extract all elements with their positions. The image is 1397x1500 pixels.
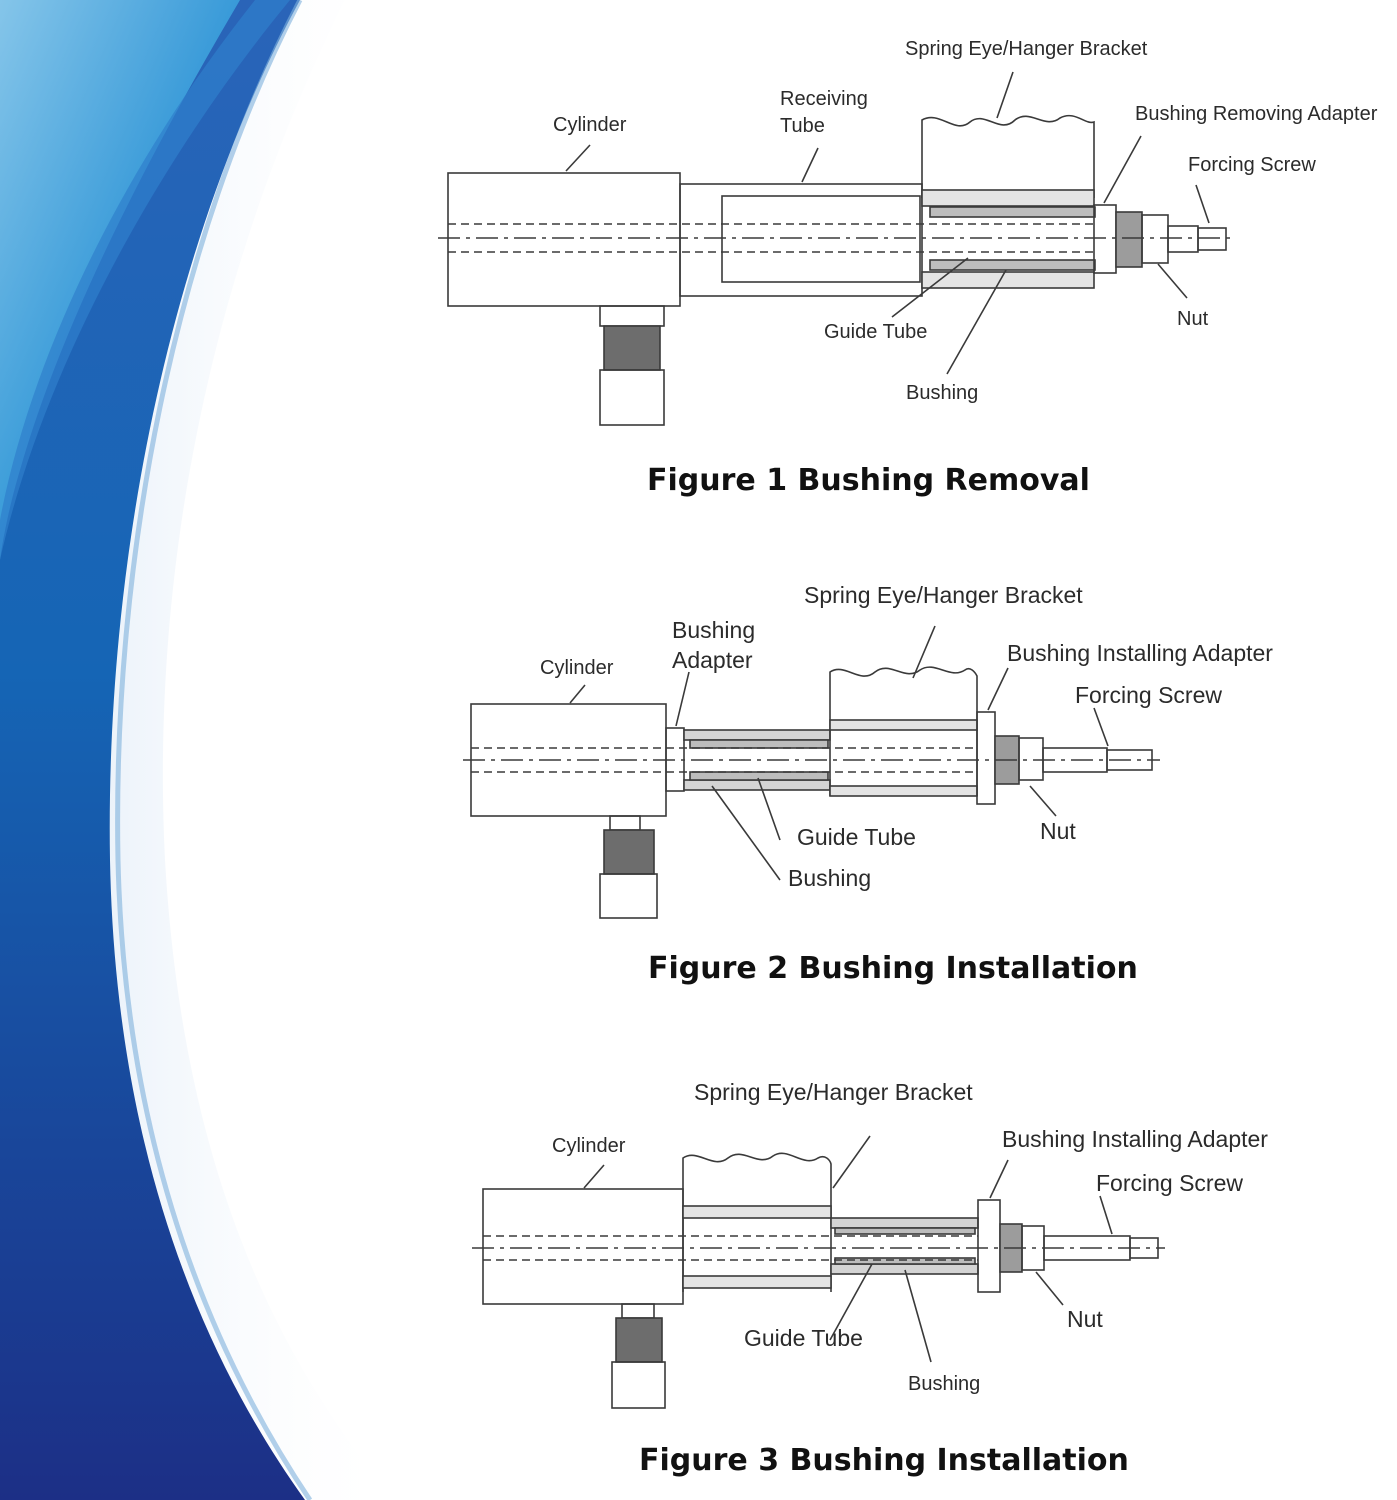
spring-eye-bracket bbox=[921, 114, 1095, 198]
label-cylinder: Cylinder bbox=[540, 657, 614, 679]
label-nut: Nut bbox=[1067, 1306, 1103, 1332]
guide-tube bbox=[689, 739, 829, 749]
figure-2: Spring Eye/Hanger Bracket Bushing Adapte… bbox=[0, 500, 1397, 1000]
figure-1-caption: Figure 1 Bushing Removal bbox=[647, 463, 1090, 498]
label-cylinder: Cylinder bbox=[553, 114, 627, 136]
label-receiving-tube-1: Receiving bbox=[780, 88, 868, 110]
figure-2-caption: Figure 2 Bushing Installation bbox=[648, 951, 1138, 986]
nut bbox=[1115, 211, 1143, 268]
forcing-screw bbox=[1167, 225, 1199, 253]
cylinder-body bbox=[482, 1188, 684, 1305]
label-spring-eye: Spring Eye/Hanger Bracket bbox=[905, 38, 1148, 60]
spring-eye-bracket bbox=[682, 1152, 832, 1292]
label-bushing: Bushing bbox=[908, 1373, 981, 1395]
label-adapter: Bushing Installing Adapter bbox=[1002, 1126, 1268, 1152]
label-spring-eye: Spring Eye/Hanger Bracket bbox=[694, 1079, 973, 1105]
label-guide-tube: Guide Tube bbox=[824, 321, 928, 343]
receiving-tube bbox=[679, 183, 923, 297]
bushing-installation-drawing-2 bbox=[472, 1135, 1165, 1409]
label-forcing-screw: Forcing Screw bbox=[1075, 682, 1222, 708]
guide-tube bbox=[929, 206, 1096, 218]
label-receiving-tube-2: Tube bbox=[780, 115, 825, 137]
bushing-installation-drawing-1 bbox=[463, 625, 1160, 919]
figure-3: Spring Eye/Hanger Bracket Cylinder Bushi… bbox=[0, 1000, 1397, 1500]
label-nut: Nut bbox=[1040, 818, 1076, 844]
figure-1: Spring Eye/Hanger Bracket Receiving Tube… bbox=[0, 0, 1397, 500]
figure-3-caption: Figure 3 Bushing Installation bbox=[639, 1443, 1129, 1478]
label-cylinder: Cylinder bbox=[552, 1135, 626, 1157]
adapter bbox=[977, 1199, 1001, 1293]
label-forcing-screw: Forcing Screw bbox=[1188, 154, 1316, 176]
cylinder-body bbox=[447, 172, 681, 307]
label-guide-tube: Guide Tube bbox=[797, 824, 916, 850]
label-adapter: Bushing Removing Adapter bbox=[1135, 103, 1378, 125]
bushing-removal-drawing bbox=[438, 71, 1236, 426]
label-bushing-adapter-1: Bushing bbox=[672, 617, 756, 643]
adapter bbox=[976, 711, 996, 805]
hydraulic-coupler bbox=[599, 305, 665, 327]
adapter bbox=[1093, 204, 1117, 274]
label-bushing: Bushing bbox=[788, 865, 872, 891]
guide-tube bbox=[834, 1227, 976, 1235]
label-nut: Nut bbox=[1177, 308, 1209, 330]
spring-eye-bracket bbox=[829, 666, 978, 796]
label-guide-tube: Guide Tube bbox=[744, 1325, 863, 1351]
hydraulic-coupler bbox=[609, 815, 641, 831]
hydraulic-coupler bbox=[621, 1303, 655, 1319]
label-adapter: Bushing Installing Adapter bbox=[1007, 640, 1273, 666]
label-bushing-adapter-2: Adapter bbox=[672, 647, 753, 673]
label-spring-eye: Spring Eye/Hanger Bracket bbox=[804, 582, 1083, 608]
label-forcing-screw: Forcing Screw bbox=[1096, 1170, 1243, 1196]
label-bushing: Bushing bbox=[906, 382, 979, 404]
